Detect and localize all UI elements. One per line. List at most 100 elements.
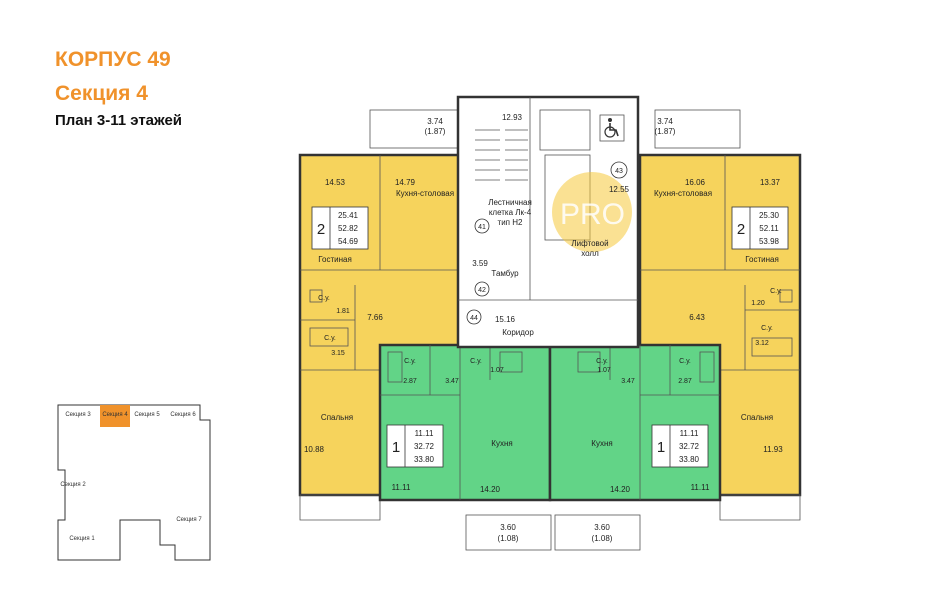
lift-hall-label-2: холл xyxy=(581,249,599,258)
left2-kitchen-label: Кухня-столовая xyxy=(396,189,454,198)
right1-total-balcony: 33.80 xyxy=(679,455,700,464)
left2-room-a-area: 14.53 xyxy=(325,178,346,187)
left1-bath-label: С.у. xyxy=(404,358,416,365)
right1-bath2-label: С.у. xyxy=(596,358,608,365)
left2-area-box xyxy=(311,206,369,250)
left2-bedroom-area: 10.88 xyxy=(304,445,325,454)
minimap-section-2[interactable]: Секция 2 xyxy=(60,482,86,488)
left2-bath1-area: 1.81 xyxy=(336,308,350,315)
vestibule-number: 42 xyxy=(478,287,486,294)
lift-hall-number: 43 xyxy=(615,168,623,175)
building-title: КОРПУС 49 xyxy=(55,48,171,71)
left1-rooms: 1 xyxy=(392,439,400,456)
right2-hall-area: 6.43 xyxy=(689,313,705,322)
minimap-section-7[interactable]: Секция 7 xyxy=(176,517,202,523)
balcony-bottom-right xyxy=(554,514,641,551)
right2-bedroom-label: Спальня xyxy=(741,413,773,422)
lift-hall-label-1: Лифтовой xyxy=(571,239,608,248)
right2-kitchen-area: 16.06 xyxy=(685,178,706,187)
left1-kitchen-label: Кухня xyxy=(491,439,512,448)
watermark-text: PRO xyxy=(560,198,625,231)
left1-total-balcony: 33.80 xyxy=(414,455,435,464)
minimap-section-1[interactable]: Секция 1 xyxy=(69,536,95,542)
balcony-top-left-reduced: (1.87) xyxy=(425,127,446,136)
left2-hall-area: 7.66 xyxy=(367,313,383,322)
minimap-outline xyxy=(57,404,211,561)
stair-label-2: клетка Лк-4 xyxy=(489,208,532,217)
right2-bath2-label: С.у. xyxy=(761,325,773,332)
right1-room-area: 11.11 xyxy=(691,483,710,492)
right2-total-area: 52.11 xyxy=(759,224,779,233)
right2-total-balcony: 53.98 xyxy=(759,237,780,246)
minimap-section-6[interactable]: Секция 6 xyxy=(170,412,196,418)
vestibule-area: 3.59 xyxy=(472,259,488,268)
left1-living-area: 11.11 xyxy=(415,429,434,438)
balcony-bottom-left-area: 3.60 xyxy=(500,523,516,532)
right2-living-area: 25.30 xyxy=(759,211,780,220)
right2-bath1-label: С.у. xyxy=(770,288,782,295)
stair-number: 41 xyxy=(478,224,486,231)
balcony-top-right-reduced: (1.87) xyxy=(655,127,676,136)
left2-living-label: Гостиная xyxy=(318,255,352,264)
apartment-right-1room[interactable] xyxy=(548,343,722,502)
wheelchair-icon xyxy=(599,114,625,142)
balcony-top-left-area: 3.74 xyxy=(427,117,443,126)
left1-bath2-label: С.у. xyxy=(470,358,482,365)
balcony-bottom-right-area: 3.60 xyxy=(594,523,610,532)
right1-bath2-area: 1.07 xyxy=(597,367,611,374)
balcony-bottom-left-reduced: (1.08) xyxy=(498,534,519,543)
corridor-label: Коридор xyxy=(502,328,534,337)
stair-label-3: тип Н2 xyxy=(498,218,523,227)
left1-area-box xyxy=(386,424,444,468)
left2-kitchen-area: 14.79 xyxy=(395,178,416,187)
right2-room-a-area: 13.37 xyxy=(760,178,781,187)
minimap-section-3[interactable]: Секция 3 xyxy=(65,412,91,418)
left1-bath-area: 2.87 xyxy=(403,378,417,385)
left2-total-balcony: 54.69 xyxy=(338,237,359,246)
left2-bath2-area: 3.15 xyxy=(331,350,345,357)
minimap-section-5[interactable]: Секция 5 xyxy=(134,412,160,418)
balcony-bottom-left xyxy=(465,514,552,551)
lift-hall-highlight xyxy=(552,172,632,252)
right1-kitchen-area: 14.20 xyxy=(610,485,631,494)
left2-bedroom-label: Спальня xyxy=(321,413,353,422)
corridor-number: 44 xyxy=(470,315,478,322)
apartment-left-1room[interactable] xyxy=(378,343,552,502)
balcony-top-right xyxy=(654,109,741,149)
corridor-area: 15.16 xyxy=(495,315,516,324)
right1-rooms: 1 xyxy=(657,439,665,456)
stair-label-1: Лестничная xyxy=(488,198,532,207)
right2-living-label: Гостиная xyxy=(745,255,779,264)
left1-bath2-area: 1.07 xyxy=(490,367,504,374)
floors-subtitle: План 3-11 этажей xyxy=(55,112,183,129)
right2-bath2-area: 3.12 xyxy=(755,340,769,347)
core-top-area: 12.93 xyxy=(502,113,523,122)
right1-hall-area: 3.47 xyxy=(621,378,635,385)
minimap-active-section[interactable] xyxy=(100,405,130,427)
right1-kitchen-label: Кухня xyxy=(591,439,612,448)
left2-total-area: 52.82 xyxy=(338,224,359,233)
section-title: Секция 4 xyxy=(55,82,148,105)
right1-bath-area: 2.87 xyxy=(678,378,692,385)
right2-kitchen-label: Кухня-столовая xyxy=(654,189,712,198)
right1-total-area: 32.72 xyxy=(679,442,700,451)
right2-area-box xyxy=(731,206,789,250)
left2-rooms: 2 xyxy=(317,221,325,238)
left2-bath1-label: С.у. xyxy=(318,295,330,302)
lift-hall-area: 12.55 xyxy=(609,185,630,194)
balcony-bottom-right-reduced: (1.08) xyxy=(592,534,613,543)
vestibule-label: Тамбур xyxy=(491,269,519,278)
right1-bath-label: С.у. xyxy=(679,358,691,365)
stair-flight xyxy=(475,129,528,181)
right1-area-box xyxy=(651,424,709,468)
minimap-section-4[interactable]: Секция 4 xyxy=(102,412,128,418)
left1-room-area: 11.11 xyxy=(392,483,411,492)
left2-living-area: 25.41 xyxy=(338,211,359,220)
right2-rooms: 2 xyxy=(737,221,745,238)
balcony-top-right-area: 3.74 xyxy=(657,117,673,126)
right1-living-area: 11.11 xyxy=(680,429,699,438)
left1-kitchen-area: 14.20 xyxy=(480,485,501,494)
left1-hall-area: 3.47 xyxy=(445,378,459,385)
right2-bedroom-area: 11.93 xyxy=(763,445,783,454)
